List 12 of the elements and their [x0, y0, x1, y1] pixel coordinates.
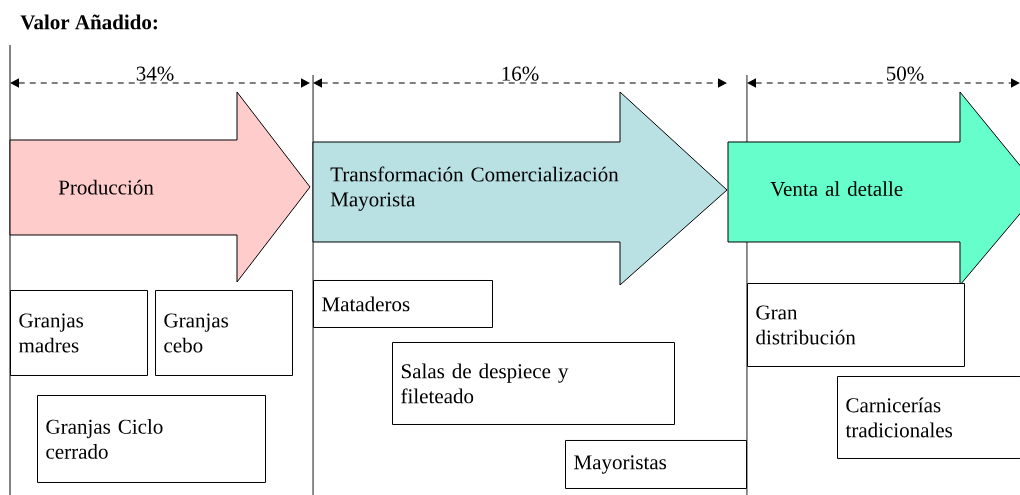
stage-banner: Venta al detalle	[727, 91, 1020, 286]
text-box: Gran distribución	[747, 283, 965, 367]
stage-banner: Producción	[9, 91, 311, 283]
text-box: Salas de despiece y fileteado	[392, 342, 675, 425]
text-box: Granjas cebo	[155, 290, 293, 376]
text-box: Mataderos	[313, 280, 493, 328]
text-box: Carnicerías tradicionales	[837, 376, 1020, 459]
text-box: Granjas Ciclo cerrado	[37, 395, 266, 483]
text-box: Mayoristas	[565, 440, 747, 489]
stage-banner: Transformación Comercialización Mayorista	[312, 91, 728, 286]
text-box: Granjas madres	[10, 290, 148, 376]
title: Valor Añadido:	[20, 14, 157, 30]
